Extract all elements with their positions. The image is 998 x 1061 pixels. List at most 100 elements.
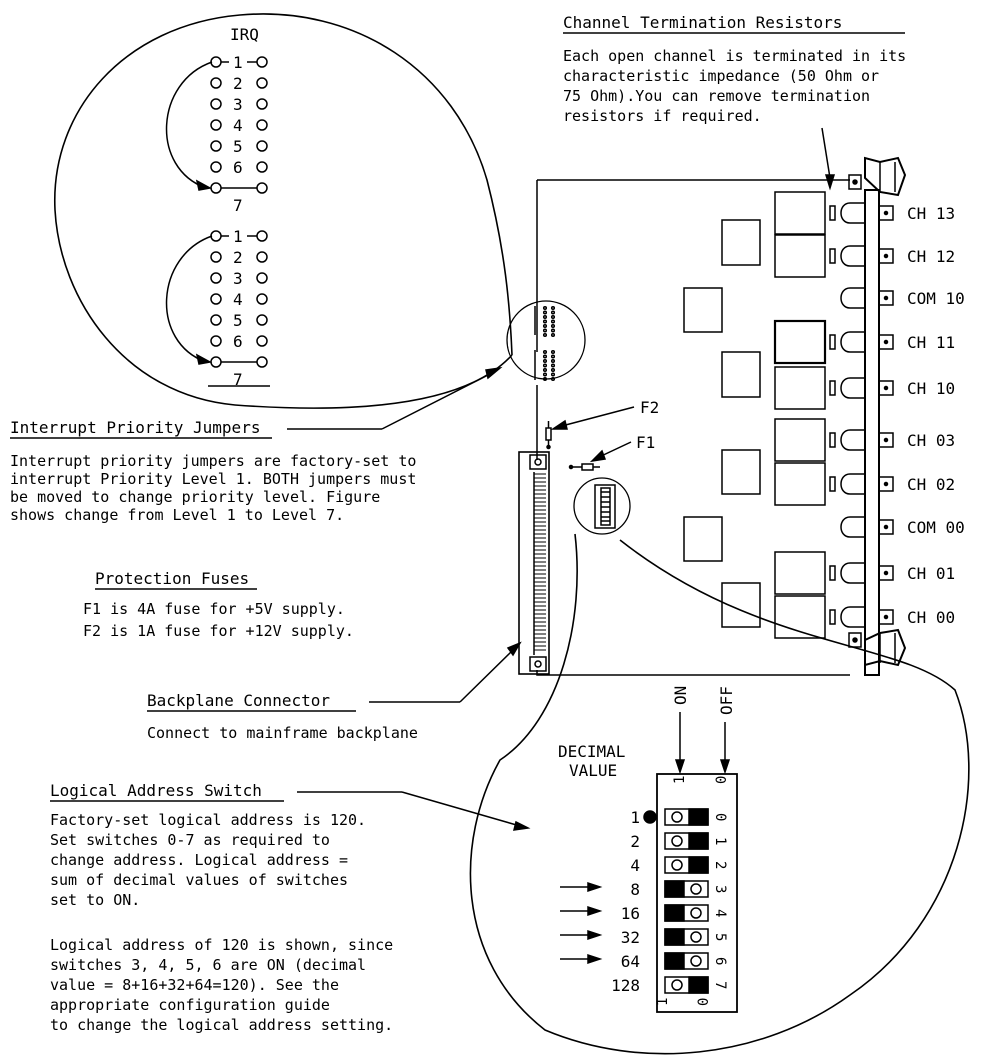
fuse-f1-label: F1 xyxy=(636,433,655,452)
mini-pin xyxy=(550,305,556,311)
interrupt-jumpers-callout: Interrupt Priority Jumpers Interrupt pri… xyxy=(10,366,503,524)
bnc-connector-flange xyxy=(878,565,894,581)
channel-label: COM 00 xyxy=(907,518,965,537)
jumper-move-arrow xyxy=(165,235,213,363)
termination-resistor xyxy=(829,476,836,492)
channel-termination-line-4: resistors if required. xyxy=(563,107,762,125)
dip-decimal-value: 2 xyxy=(630,832,640,851)
switch-on-arrowhead xyxy=(587,929,603,941)
mini-pin xyxy=(542,310,548,315)
mini-pin xyxy=(550,372,556,377)
dip-switch-contact xyxy=(671,979,683,991)
mini-pin xyxy=(550,367,556,373)
interrupt-jumpers-line-2: interrupt Priority Level 1. BOTH jumpers… xyxy=(10,470,416,488)
switch-one-marker xyxy=(643,810,657,824)
bnc-connector-flange xyxy=(878,334,894,350)
bnc-connector-body xyxy=(840,287,865,309)
mini-pin xyxy=(550,363,556,368)
irq-level-label: 7 xyxy=(233,196,243,215)
dip-switch-number: 6 xyxy=(712,957,728,965)
channel-relay xyxy=(774,595,826,639)
board-dip-switch xyxy=(573,477,631,535)
dip-switch-number: 4 xyxy=(712,909,728,917)
logical-address-example-5: to change the logical address setting. xyxy=(50,1016,393,1034)
mini-pin xyxy=(542,323,548,329)
irq-level-label: 3 xyxy=(233,95,243,114)
fuse-f2 xyxy=(545,421,552,450)
mini-pin xyxy=(550,376,556,382)
irq-level-label: 6 xyxy=(233,158,243,177)
channel-termination-heading: Channel Termination Resistors xyxy=(563,13,842,32)
bnc-connector-flange xyxy=(878,290,894,306)
bnc-connector-body xyxy=(840,562,865,584)
irq-title: IRQ xyxy=(230,25,259,44)
jumper-pin-right xyxy=(256,251,268,263)
jumper-pin-right xyxy=(256,356,268,368)
switch-on-arrowhead xyxy=(587,881,603,893)
channel-label: CH 13 xyxy=(907,204,955,223)
dip-switch-actuator-on xyxy=(664,928,685,946)
dip-column-on-top: 1 xyxy=(672,776,688,784)
logical-address-callout: Logical Address Switch Factory-set logic… xyxy=(50,781,531,1034)
logical-address-example-3: value = 8+16+32+64=120). See the xyxy=(50,976,339,994)
irq-level-label: 4 xyxy=(233,116,243,135)
jumper-pin-right xyxy=(256,140,268,152)
bnc-connector-pin xyxy=(883,339,889,345)
interrupt-jumpers-heading: Interrupt Priority Jumpers xyxy=(10,418,260,437)
logical-address-line-3: change address. Logical address = xyxy=(50,851,348,869)
irq-level-label: 4 xyxy=(233,290,243,309)
mini-pin xyxy=(550,349,556,355)
jumper-pin-left xyxy=(210,272,222,284)
channel-relay xyxy=(774,191,826,235)
jumper-pin-left xyxy=(210,293,222,305)
bnc-connector-body xyxy=(840,473,865,495)
bottom-ejector xyxy=(848,628,907,667)
irq-level-label: 5 xyxy=(233,137,243,156)
dip-switch-actuator-off xyxy=(688,832,709,850)
top-ejector xyxy=(848,156,907,197)
backplane-callout: Backplane Connector Connect to mainframe… xyxy=(147,641,522,742)
termination-resistor xyxy=(829,565,836,581)
dip-decimal-value: 32 xyxy=(621,928,640,947)
jumper-pin-left xyxy=(210,56,222,68)
bnc-connector-pin xyxy=(883,437,889,443)
dip-on-label: ON xyxy=(671,686,690,705)
bnc-connector-flange xyxy=(878,432,894,448)
logical-address-line-1: Factory-set logical address is 120. xyxy=(50,811,366,829)
bnc-connector-pin xyxy=(883,481,889,487)
fuse-callouts: F2 F1 xyxy=(550,398,659,463)
bnc-connector-body xyxy=(840,606,865,628)
dip-switch-contact xyxy=(690,931,702,943)
channel-relay xyxy=(774,234,826,278)
bnc-connector-flange xyxy=(878,476,894,492)
channel-label: CH 11 xyxy=(907,333,955,352)
dip-switch-contact xyxy=(671,859,683,871)
jumper-pin-left xyxy=(210,77,222,89)
dip-switch-contact xyxy=(690,883,702,895)
jumper-pin-right xyxy=(256,161,268,173)
irq-level-label: 3 xyxy=(233,269,243,288)
jumper-move-arrowhead xyxy=(195,353,213,365)
dip-column-off-bottom: 0 xyxy=(696,998,712,1006)
dip-switch-number: 3 xyxy=(712,885,728,893)
channel-label: CH 03 xyxy=(907,431,955,450)
dip-off-label: OFF xyxy=(717,686,736,715)
mini-pin xyxy=(542,367,548,373)
channel-label: CH 00 xyxy=(907,608,955,627)
bnc-connector-flange xyxy=(878,380,894,396)
bnc-connector-body xyxy=(840,202,865,224)
bnc-connector-body xyxy=(840,429,865,451)
dip-column-on-bottom: 1 xyxy=(655,998,671,1006)
backplane-heading: Backplane Connector xyxy=(147,691,330,710)
channel-label: CH 12 xyxy=(907,247,955,266)
irq-level-label: 7 xyxy=(233,370,243,389)
bnc-connector-body xyxy=(840,377,865,399)
dip-decimal-value: 1 xyxy=(630,808,640,827)
channel-label: CH 02 xyxy=(907,475,955,494)
relay-block xyxy=(721,351,761,398)
jumper-pin-left xyxy=(210,251,222,263)
mini-pin xyxy=(550,319,556,324)
